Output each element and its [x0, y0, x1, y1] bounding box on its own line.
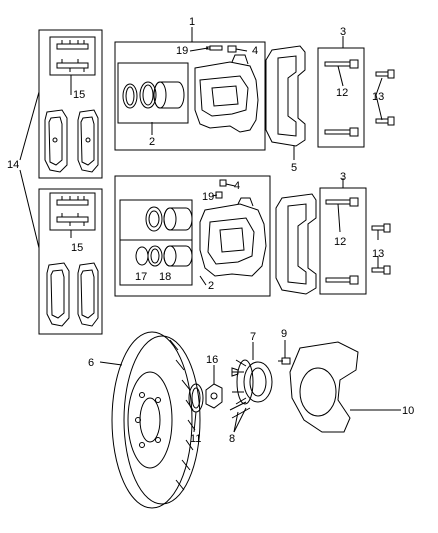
piston-seals-lower — [135, 206, 193, 267]
guide-pin-box-upper — [317, 47, 365, 148]
bleeder-screw-upper — [206, 45, 223, 51]
hub-nut — [205, 383, 223, 409]
guide-pins-lower — [325, 197, 359, 285]
wheel-studs — [229, 401, 251, 419]
callout-13-upper: 13 — [372, 91, 384, 103]
caliper-anchor-lower — [275, 193, 317, 295]
callout-6: 6 — [88, 357, 94, 369]
seal-kit-box-upper — [117, 62, 189, 124]
callout-labels: 1 19 4 2 3 12 13 5 15 14 3 4 19 12 13 15… — [7, 16, 414, 445]
callout-16: 16 — [206, 354, 218, 366]
callout-13-lower: 13 — [372, 248, 384, 260]
bleeder-cap-lower — [219, 179, 227, 187]
callout-17: 17 — [135, 271, 147, 283]
callout-3-lower: 3 — [340, 171, 346, 183]
callout-15-upper: 15 — [73, 89, 85, 101]
pad-hardware-box-lower — [49, 192, 96, 231]
callout-2-lower: 2 — [208, 280, 214, 292]
hub-bearing — [231, 359, 273, 405]
callout-12-lower: 12 — [334, 236, 346, 248]
callout-7: 7 — [250, 331, 256, 343]
mounting-bolts-lower — [371, 223, 391, 275]
callout-5: 5 — [291, 162, 297, 174]
pad-hardware-clips-upper — [56, 40, 89, 72]
callout-4-lower: 4 — [234, 180, 240, 192]
callout-2-upper: 2 — [149, 136, 155, 148]
leader-14-lower — [19, 169, 40, 249]
callout-12-upper: 12 — [336, 87, 348, 99]
caliper-anchor-upper — [265, 45, 306, 147]
mounting-bolts-upper — [375, 69, 395, 126]
pad-hardware-box-upper — [49, 36, 96, 76]
callout-14: 14 — [7, 159, 19, 171]
callout-15-lower: 15 — [71, 242, 83, 254]
leader-14-upper — [19, 91, 40, 161]
piston-seals-upper — [122, 81, 185, 109]
caliper-body-upper — [194, 54, 259, 133]
seal-kit-box-lower — [119, 199, 193, 286]
brake-pads-lower — [46, 262, 99, 327]
splash-shield — [289, 341, 359, 433]
callout-8: 8 — [229, 433, 235, 445]
callout-3-upper: 3 — [340, 26, 346, 38]
pad-kit-box-upper — [38, 29, 103, 179]
pad-kit-box-lower — [38, 188, 103, 335]
bleeder-cap-upper — [227, 45, 237, 53]
pad-hardware-clips-lower — [56, 196, 89, 226]
caliper-body-lower — [199, 197, 267, 277]
shield-bolt — [278, 357, 291, 365]
callout-11: 11 — [190, 433, 201, 445]
brake-pads-upper — [44, 109, 99, 173]
callout-1: 1 — [189, 16, 195, 28]
callout-19-upper: 19 — [176, 45, 188, 57]
callout-9: 9 — [281, 328, 287, 340]
guide-pins-upper — [324, 59, 359, 137]
brake-rotor — [111, 331, 201, 509]
leader-lines — [70, 27, 401, 433]
callout-4-upper: 4 — [252, 45, 258, 57]
callout-10: 10 — [402, 405, 414, 417]
caliper-box-lower — [114, 175, 271, 297]
callout-19-lower: 19 — [202, 191, 214, 203]
bleeder-screw-lower — [215, 191, 223, 199]
caliper-box-upper — [114, 41, 266, 151]
callout-18: 18 — [159, 271, 171, 283]
